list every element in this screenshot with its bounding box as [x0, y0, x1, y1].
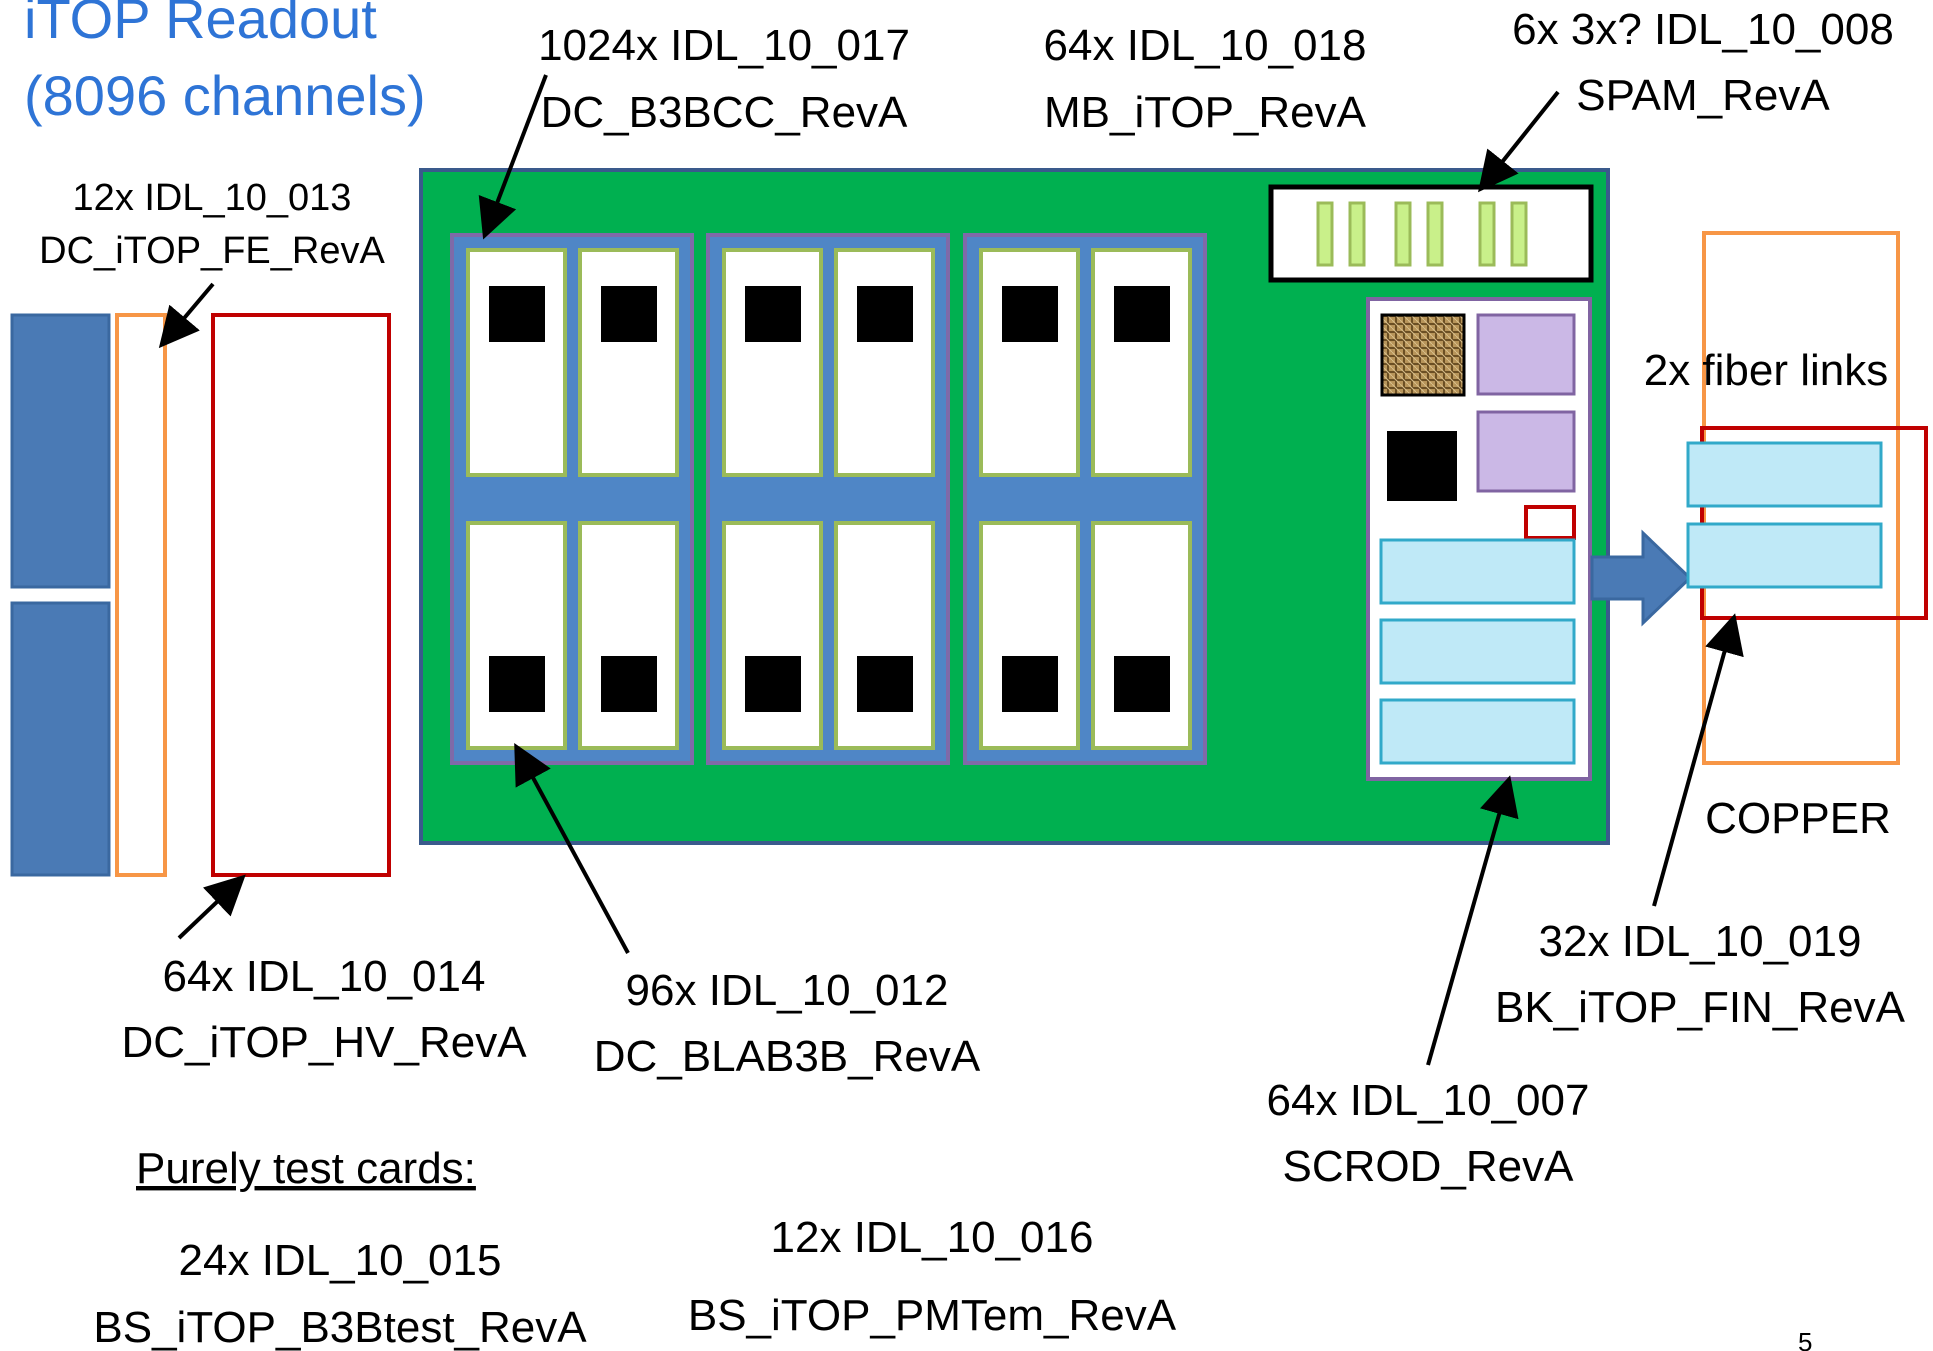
fin-label-line-1: 32x IDL_10_019: [1539, 917, 1862, 966]
fiber-link-module: [1686, 522, 1883, 589]
daughter-card: [1091, 521, 1192, 750]
fin-label-line-2: BK_iTOP_FIN_RevA: [1495, 983, 1906, 1032]
spam-label-line-1: 6x 3x? IDL_10_008: [1512, 5, 1894, 54]
scrod-label-line-1: 64x IDL_10_007: [1267, 1076, 1590, 1125]
lavender-component: [1476, 313, 1576, 396]
pmtem-label-line-1: 12x IDL_10_016: [771, 1213, 1094, 1262]
blab3b-label-line-2: DC_BLAB3B_RevA: [594, 1032, 981, 1081]
mb-label-line-1: 64x IDL_10_018: [1044, 21, 1367, 70]
scrod-link-module: [1379, 618, 1576, 685]
spam-led: [1510, 201, 1528, 267]
arrow-b3bcc: [478, 74, 548, 240]
fiber-link-module: [1686, 441, 1883, 508]
spam-block: [1268, 184, 1594, 283]
daughter-card: [722, 521, 823, 750]
pmt-module-lower: [10, 601, 111, 877]
asic-chip: [601, 286, 657, 342]
spam-led: [1426, 201, 1444, 267]
arrow-fin: [1652, 613, 1744, 907]
fe-card: [115, 313, 167, 877]
asic-chip: [857, 286, 913, 342]
arrow-scrod: [1426, 775, 1519, 1066]
daughter-card: [722, 248, 823, 477]
b3btest-label-line-2: BS_iTOP_B3Btest_RevA: [93, 1303, 587, 1351]
asic-chip: [601, 656, 657, 712]
title-line-2: (8096 channels): [24, 64, 426, 127]
scrod-card: [1366, 297, 1592, 781]
carrier-tray-1: [450, 233, 694, 765]
spam-label-line-2: SPAM_RevA: [1576, 71, 1830, 120]
daughter-card: [834, 248, 935, 477]
hv-label-line-1: 64x IDL_10_014: [163, 952, 486, 1001]
asic-chip: [745, 286, 801, 342]
asic-chip: [1114, 656, 1170, 712]
asic-chip: [745, 656, 801, 712]
arrow-fe: [158, 282, 215, 349]
b3bcc-label-line-1: 1024x IDL_10_017: [538, 21, 910, 70]
asic-chip: [857, 656, 913, 712]
test-cards-heading: Purely test cards:: [136, 1144, 476, 1193]
arrow-blab3b: [514, 742, 630, 954]
hv-label-line-2: DC_iTOP_HV_RevA: [121, 1018, 527, 1067]
carrier-tray-2: [706, 233, 950, 765]
scrod-label-line-2: SCROD_RevA: [1283, 1142, 1575, 1191]
fpga-fabric-chip: [1380, 313, 1466, 397]
title-line-1: iTOP Readout: [24, 0, 377, 50]
arrow-spam: [1478, 90, 1560, 193]
daughter-card: [578, 248, 679, 477]
spam-led: [1316, 201, 1334, 267]
daughter-card: [979, 248, 1080, 477]
carrier-tray-3: [963, 233, 1207, 765]
scrod-link-module: [1379, 538, 1576, 605]
daughter-card: [466, 521, 567, 750]
daughter-card: [466, 248, 567, 477]
page-number: 5: [1798, 1327, 1812, 1351]
fiber-arrow-icon: [1590, 529, 1693, 627]
spam-led: [1394, 201, 1412, 267]
daughter-card: [834, 521, 935, 750]
pmtem-label-line-2: BS_iTOP_PMTem_RevA: [688, 1291, 1177, 1340]
b3btest-label-line-1: 24x IDL_10_015: [179, 1236, 502, 1285]
copper-label: COPPER: [1705, 794, 1891, 843]
daughter-card: [1091, 248, 1192, 477]
arrow-hv: [177, 874, 246, 940]
mb-label-line-2: MB_iTOP_RevA: [1044, 88, 1367, 137]
daughter-card: [979, 521, 1080, 750]
fe-label-line-1: 12x IDL_10_013: [73, 177, 352, 219]
b3bcc-label-line-2: DC_B3BCC_RevA: [541, 88, 908, 137]
blab3b-label-line-1: 96x IDL_10_012: [626, 966, 949, 1015]
scrod-link-module: [1379, 698, 1576, 765]
asic-chip: [1114, 286, 1170, 342]
black-chip: [1387, 431, 1457, 501]
spam-led: [1348, 201, 1366, 267]
asic-chip: [1002, 286, 1058, 342]
small-red-component: [1524, 505, 1576, 540]
hv-card: [211, 313, 391, 877]
asic-chip: [489, 656, 545, 712]
daughter-card: [578, 521, 679, 750]
pmt-module-upper: [10, 313, 111, 589]
asic-chip: [1002, 656, 1058, 712]
spam-led: [1478, 201, 1496, 267]
asic-chip: [489, 286, 545, 342]
fe-label-line-2: DC_iTOP_FE_RevA: [39, 230, 385, 272]
fiber-links-label: 2x fiber links: [1644, 346, 1889, 395]
lavender-component: [1476, 410, 1576, 493]
